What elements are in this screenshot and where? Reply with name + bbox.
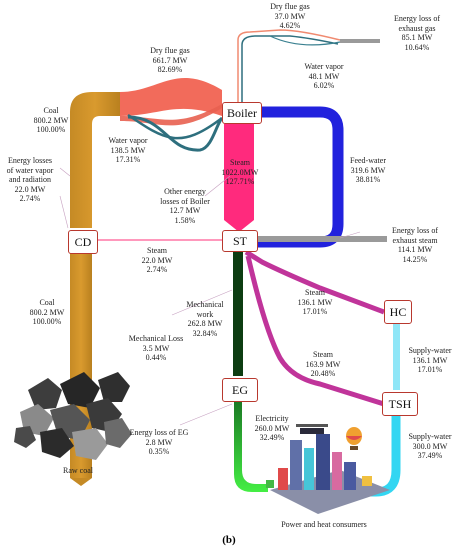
city-consumers-icon xyxy=(266,424,390,514)
leader-lines xyxy=(59,167,361,426)
node-tsh: TSH xyxy=(382,392,418,416)
supply-water-hc-flow xyxy=(393,322,400,390)
node-boiler: Boiler xyxy=(222,102,262,124)
node-cd: CD xyxy=(68,230,98,254)
raw-coal-icon xyxy=(14,372,132,460)
steam-hc-flow xyxy=(244,249,385,315)
flue-gas-flow xyxy=(120,78,224,152)
coal-flow-upper xyxy=(70,92,120,228)
caption-raw-coal: Raw coal xyxy=(63,466,93,475)
node-eg: EG xyxy=(222,378,258,402)
exhaust-steam-flow xyxy=(257,236,387,242)
electricity-flow xyxy=(234,402,268,492)
steam-main-flow xyxy=(224,124,254,232)
panel-label: (b) xyxy=(222,534,236,546)
caption-consumers: Power and heat consumers xyxy=(281,520,367,529)
steam-tsh-flow xyxy=(245,255,385,407)
node-st: ST xyxy=(222,230,258,252)
node-hc: HC xyxy=(384,300,412,324)
mechanical-work-flow xyxy=(233,252,243,376)
exhaust-gas-lines xyxy=(237,29,380,102)
